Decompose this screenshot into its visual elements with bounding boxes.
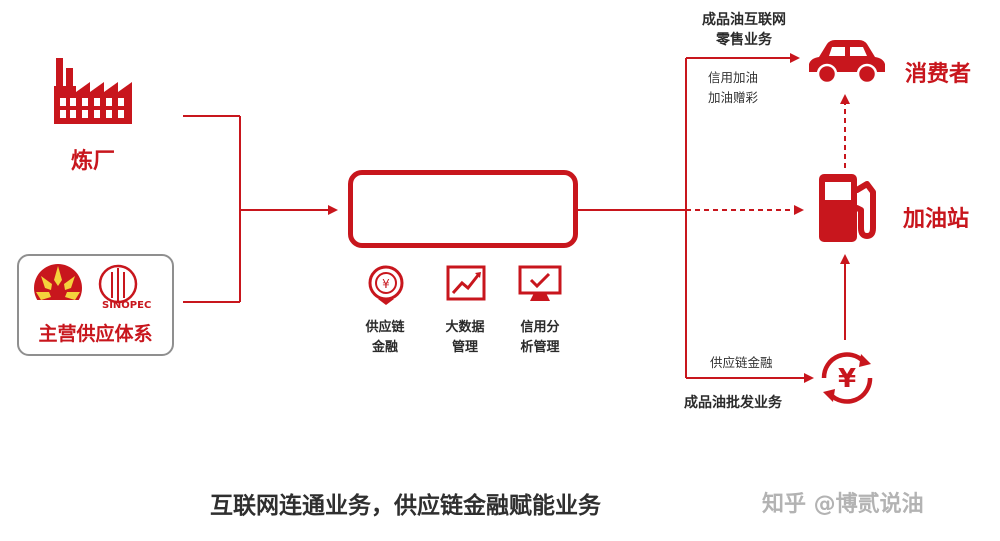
retail-branch-title: 成品油互联网零售业务 <box>702 12 786 48</box>
car-icon <box>805 38 889 88</box>
fuel-pump-icon <box>815 172 881 244</box>
svg-text:¥: ¥ <box>382 277 390 291</box>
monitor-check-icon <box>516 263 564 305</box>
yen-coin-icon: ¥ <box>362 263 410 305</box>
right-branch-lines <box>576 53 814 383</box>
capability-big-data: 大数据管理 <box>445 320 485 355</box>
capability-credit-analysis: 信用分析管理 <box>520 320 560 355</box>
yen-cycle-icon: ¥ <box>814 345 880 411</box>
gas-station-label: 加油站 <box>903 207 970 232</box>
consumer-label: 消费者 <box>905 62 972 87</box>
wholesale-title: 成品油批发业务 <box>684 395 782 411</box>
watermark: 知乎 @博贰说油 <box>762 492 924 517</box>
sinopec-logo: SINOPEC <box>98 260 158 314</box>
supply-system-label: 主营供应体系 <box>38 323 153 345</box>
hub-box <box>348 170 578 248</box>
supply-system-box <box>17 254 174 356</box>
capability-supply-chain-finance: 供应链金融 <box>365 320 405 355</box>
refinery-label: 炼厂 <box>70 149 115 174</box>
left-merge-lines <box>183 115 338 303</box>
retail-branch-subtitle: 信用加油加油赠彩 <box>708 70 759 105</box>
svg-text:¥: ¥ <box>838 364 856 394</box>
wholesale-caption: 供应链金融 <box>710 355 773 370</box>
factory-icon <box>52 52 134 128</box>
footer-title: 互联网连通业务，供应链金融赋能业务 <box>210 493 601 519</box>
cnpc-logo <box>27 260 89 314</box>
trend-chart-icon <box>442 263 490 305</box>
sinopec-logo-text: SINOPEC <box>102 300 151 311</box>
